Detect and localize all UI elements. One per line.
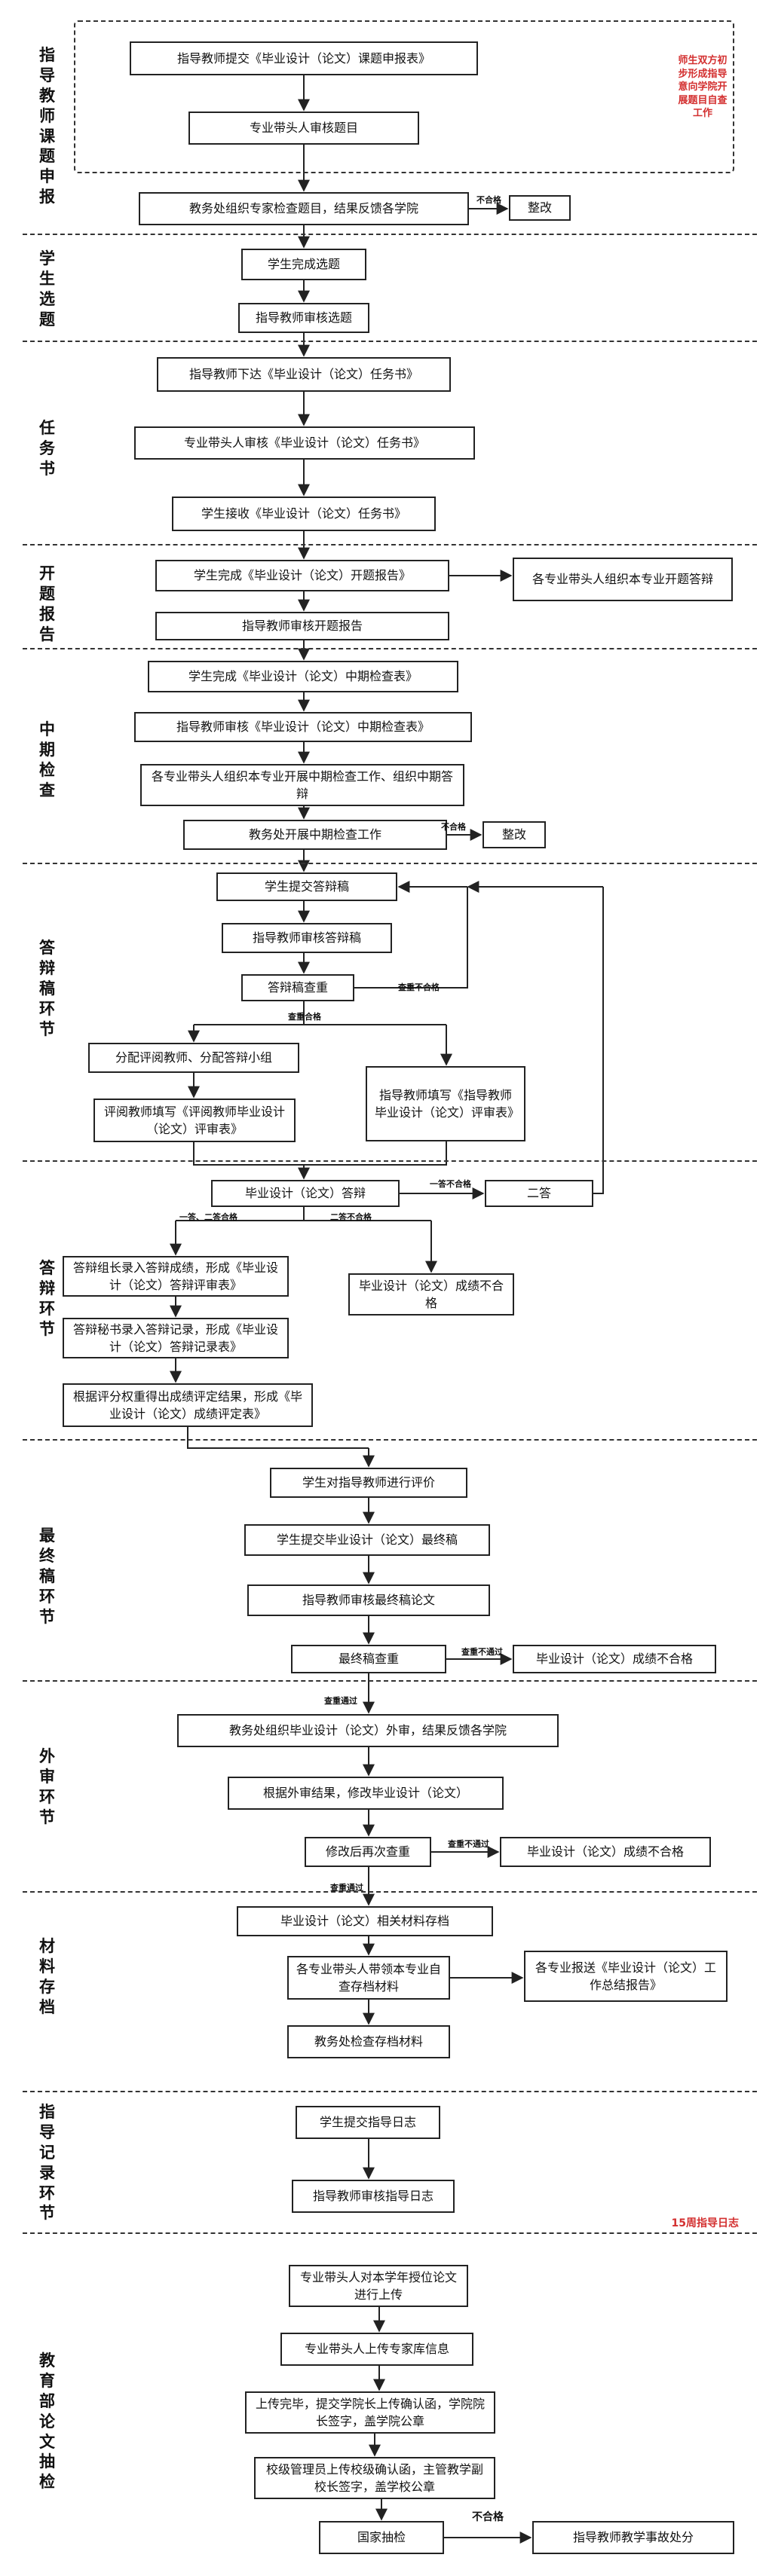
label-fail: 不合格 xyxy=(441,822,466,832)
label-plagiarism-not-passed: 查重不通过 xyxy=(448,1839,489,1849)
label-defense-pass: 一答、二答合格 xyxy=(179,1212,237,1222)
divider xyxy=(23,1439,757,1441)
label-second-defense-fail: 二答不合格 xyxy=(330,1212,372,1222)
label-fail: 不合格 xyxy=(472,2511,504,2523)
section-title-external-review: 外审环节 xyxy=(39,1747,55,1826)
box-college-confirmation: 上传完毕，提交学院长上传确认函，学院院长签字，盖学院公章 xyxy=(245,2391,495,2434)
label-plagiarism-fail: 查重不合格 xyxy=(398,982,440,992)
flow-line xyxy=(187,1427,369,1449)
divider xyxy=(23,544,757,545)
box-national-spot-check: 国家抽检 xyxy=(319,2521,444,2554)
box-issue-task-book: 指导教师下达《毕业设计（论文）任务书》 xyxy=(157,357,451,392)
box-check-archive: 教务处检查存档材料 xyxy=(287,2025,450,2058)
box-review-proposal: 指导教师审核开题报告 xyxy=(155,612,449,640)
label-plagiarism-passed: 查重通过 xyxy=(330,1883,363,1893)
box-second-defense: 二答 xyxy=(485,1180,593,1207)
flow-line xyxy=(304,1141,447,1166)
divider xyxy=(23,648,757,649)
box-university-confirmation: 校级管理员上传校级确认函，主管教学副校长签字，盖学校公章 xyxy=(254,2457,495,2499)
section-title-guidance-log: 指导记录环节 xyxy=(39,2103,55,2223)
flow-line xyxy=(354,887,468,989)
box-academic-midterm-check: 教务处开展中期检查工作 xyxy=(183,820,447,850)
label-fail: 不合格 xyxy=(476,195,501,205)
box-review-final-draft: 指导教师审核最终稿论文 xyxy=(247,1584,490,1616)
box-defense-failed: 毕业设计（论文）成绩不合格 xyxy=(348,1273,514,1316)
box-review-midterm-form: 指导教师审核《毕业设计（论文）中期检查表》 xyxy=(134,712,472,742)
box-review-guidance-log: 指导教师审核指导日志 xyxy=(292,2180,455,2213)
box-organize-midterm-defense: 各专业带头人组织本专业开展中期检查工作、组织中期答辩 xyxy=(140,764,464,806)
box-teacher-review-selection: 指导教师审核选题 xyxy=(238,303,369,333)
section-1-dashed-frame xyxy=(74,20,734,173)
box-review-defense-draft: 指导教师审核答辩稿 xyxy=(222,923,392,953)
box-submit-defense-draft: 学生提交答辩稿 xyxy=(216,872,397,901)
box-review-topic: 专业带头人审核题目 xyxy=(188,112,419,145)
box-teaching-accident-penalty: 指导教师教学事故处分 xyxy=(532,2521,734,2554)
box-summary-report: 各专业报送《毕业设计（论文）工作总结报告》 xyxy=(524,1951,728,2002)
box-upload-expert-info: 专业带头人上传专家库信息 xyxy=(280,2333,473,2366)
box-submit-guidance-log: 学生提交指导日志 xyxy=(296,2106,440,2139)
box-rectify-midterm: 整改 xyxy=(482,821,546,848)
box-review-task-book: 专业带头人审核《毕业设计（论文）任务书》 xyxy=(134,426,475,460)
box-upload-degree-theses: 专业带头人对本学年授位论文进行上传 xyxy=(289,2265,468,2307)
divider xyxy=(23,1891,757,1893)
note-15-week-log: 15周指导日志 xyxy=(671,2217,739,2229)
section-title-archive: 材料存档 xyxy=(39,1937,55,2016)
box-complete-midterm-form: 学生完成《毕业设计（论文）中期检查表》 xyxy=(148,661,458,692)
divider xyxy=(23,2232,757,2234)
box-submit-final-draft: 学生提交毕业设计（论文）最终稿 xyxy=(244,1524,490,1556)
divider xyxy=(23,2091,757,2092)
box-complete-proposal: 学生完成《毕业设计（论文）开题报告》 xyxy=(155,560,449,591)
box-thesis-defense: 毕业设计（论文）答辩 xyxy=(211,1180,400,1207)
divider xyxy=(23,1160,757,1162)
box-reviewer-form: 评阅教师填写《评阅教师毕业设计（论文）评审表》 xyxy=(93,1099,296,1142)
box-external-review-failed: 毕业设计（论文）成绩不合格 xyxy=(500,1837,711,1867)
box-defense-draft-plagiarism-check: 答辩稿查重 xyxy=(241,974,354,1001)
flow-line xyxy=(593,887,604,1194)
divider xyxy=(23,863,757,864)
box-final-draft-plagiarism-check: 最终稿查重 xyxy=(291,1645,446,1673)
section-title-defense-draft: 答辩稿环节 xyxy=(39,939,55,1038)
box-defense-record-form: 答辩秘书录入答辩记录，形成《毕业设计（论文）答辩记录表》 xyxy=(63,1318,289,1358)
box-proposal-defense: 各专业带头人组织本专业开题答辩 xyxy=(513,558,733,601)
label-plagiarism-passed: 查重通过 xyxy=(324,1696,357,1706)
box-rectify: 整改 xyxy=(509,195,571,221)
divider xyxy=(23,1680,757,1682)
box-receive-task-book: 学生接收《毕业设计（论文）任务书》 xyxy=(172,497,436,531)
box-defense-score-form: 答辩组长录入答辩成绩，形成《毕业设计（论文）答辩评审表》 xyxy=(63,1256,289,1297)
box-experts-check-topic: 教务处组织专家检查题目，结果反馈各学院 xyxy=(139,192,469,225)
label-plagiarism-pass: 查重合格 xyxy=(288,1012,321,1022)
divider xyxy=(23,234,757,235)
box-evaluate-advisor: 学生对指导教师进行评价 xyxy=(270,1468,467,1498)
flow-line xyxy=(193,1142,304,1166)
section-title-final-draft: 最终稿环节 xyxy=(39,1526,55,1626)
section-title-teacher-topic: 指导教师课题申报 xyxy=(39,46,55,206)
box-student-select-topic: 学生完成选题 xyxy=(241,249,366,280)
section-title-task-book: 任务书 xyxy=(39,419,55,478)
label-first-defense-fail: 一答不合格 xyxy=(430,1179,471,1189)
box-advisor-form: 指导教师填写《指导教师毕业设计（论文）评审表》 xyxy=(366,1066,525,1141)
box-final-draft-failed: 毕业设计（论文）成绩不合格 xyxy=(513,1645,716,1673)
box-grade-evaluation-form: 根据评分权重得出成绩评定结果，形成《毕业设计（论文）成绩评定表》 xyxy=(63,1383,313,1427)
box-revise-after-review: 根据外审结果，修改毕业设计（论文） xyxy=(228,1777,504,1810)
box-external-review: 教务处组织毕业设计（论文）外审，结果反馈各学院 xyxy=(177,1714,559,1747)
box-submit-topic-form: 指导教师提交《毕业设计（论文）课题申报表》 xyxy=(130,41,478,75)
box-archive-materials: 毕业设计（论文）相关材料存档 xyxy=(237,1906,493,1936)
section-title-moe-check: 教育部论文抽检 xyxy=(39,2351,55,2492)
section-title-defense: 答辩环节 xyxy=(39,1259,55,1338)
divider xyxy=(23,341,757,342)
box-recheck-after-revision: 修改后再次查重 xyxy=(305,1837,431,1867)
label-plagiarism-not-passed: 查重不通过 xyxy=(461,1647,503,1657)
section-title-proposal: 开题报告 xyxy=(39,564,55,643)
section-title-midterm: 中期检查 xyxy=(39,720,55,799)
box-self-check-archive: 各专业带头人带领本专业自查存档材料 xyxy=(287,1956,450,2000)
box-assign-reviewers: 分配评阅教师、分配答辩小组 xyxy=(88,1043,299,1073)
section-title-student-topic: 学生选题 xyxy=(39,249,55,328)
note-mutual-intent: 师生双方初步形成指导意向学院开展题目自查工作 xyxy=(678,55,728,120)
